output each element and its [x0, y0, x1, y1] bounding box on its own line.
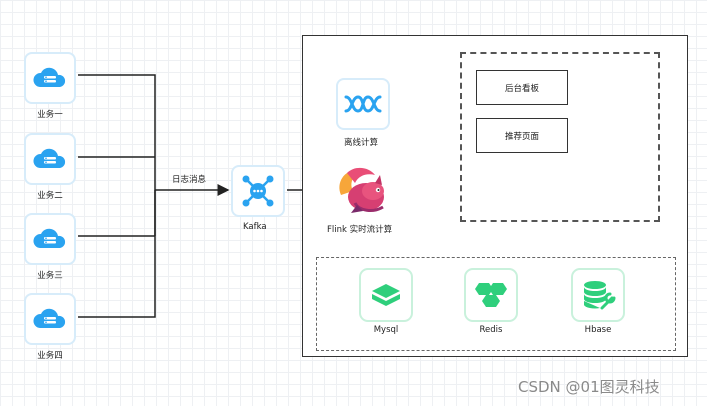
- wave-icon: [336, 78, 390, 130]
- service-3-icon: [24, 213, 76, 265]
- kafka-hub-icon: [231, 165, 285, 217]
- service-3-label: 业务三: [37, 271, 63, 281]
- wire-service-4: [78, 190, 156, 318]
- application-group: [460, 52, 660, 222]
- hbase-icon: [571, 268, 625, 322]
- log-message-label: 日志消息: [172, 175, 207, 185]
- recommendation-page-box: 推荐页面: [476, 118, 568, 153]
- redis-label: Redis: [479, 325, 503, 335]
- hbase-label: Hbase: [584, 325, 612, 335]
- storage-group: [316, 257, 676, 351]
- offline-compute-label: 离线计算: [344, 138, 379, 148]
- flink-label: Flink 实时流计算: [327, 225, 393, 235]
- wire-service-1: [78, 74, 156, 190]
- mysql-icon: [359, 268, 413, 322]
- csdn-watermark: CSDN @01图灵科技: [518, 378, 660, 396]
- service-4-label: 业务四: [37, 351, 63, 361]
- redis-icon: [464, 268, 518, 322]
- kafka-label: Kafka: [243, 222, 267, 232]
- service-4-icon: [24, 293, 76, 345]
- flink-squirrel-icon: [333, 165, 393, 217]
- service-2-icon: [24, 133, 76, 185]
- service-1-label: 业务一: [37, 110, 63, 120]
- dashboard-box: 后台看板: [476, 70, 568, 105]
- mysql-label: Mysql: [373, 325, 399, 335]
- service-2-label: 业务二: [37, 191, 63, 201]
- service-1-icon: [24, 52, 76, 104]
